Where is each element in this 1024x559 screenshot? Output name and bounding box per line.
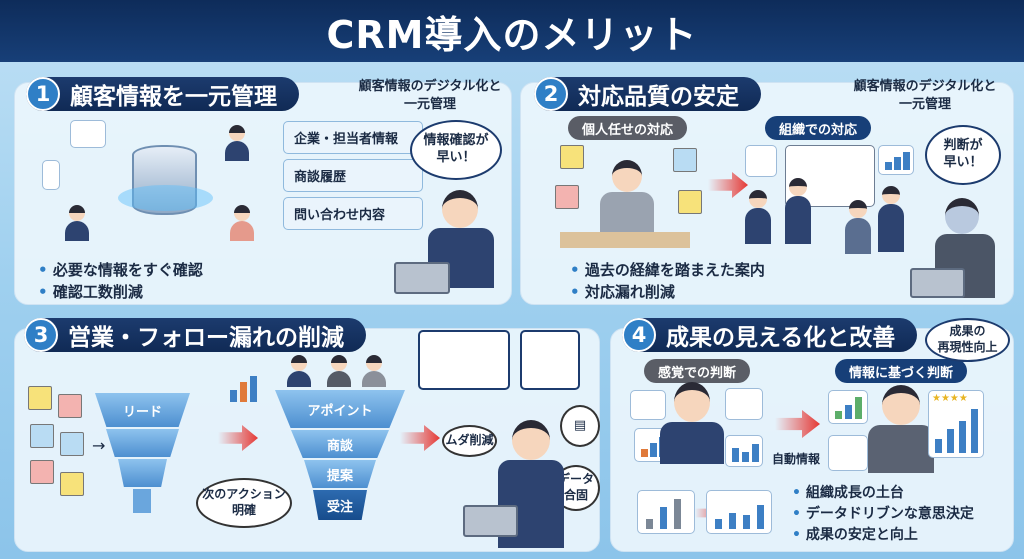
- bullet: 組織成長の土台: [792, 483, 974, 504]
- note-line: 一元管理: [898, 96, 951, 112]
- star-icons: ★★★★: [932, 393, 968, 404]
- growth-chart-icon: [706, 490, 772, 534]
- funnel-spout: [133, 489, 151, 513]
- pie-chart-icon: [630, 390, 666, 420]
- section-title: 営業・フォロー漏れの削減: [68, 325, 344, 351]
- section-2-bullets: 過去の経緯を踏まえた案内対応漏れ削減: [570, 260, 765, 304]
- label-intuition: 感覚での判断: [644, 359, 751, 383]
- bullet: 確認工数削減: [38, 282, 203, 304]
- checklist-icon: [745, 145, 777, 177]
- bullet: 過去の経緯を踏まえた案内: [570, 260, 765, 282]
- funnel-segment: [118, 459, 167, 487]
- funnel-segment: [106, 429, 179, 457]
- database-glow: [118, 185, 213, 211]
- bubble-next-action: 次のアクション明確: [196, 478, 292, 528]
- bullet: 成果の安定と向上: [792, 525, 974, 546]
- section-1-bullets: 必要な情報をすぐ確認確認工数削減: [38, 260, 203, 304]
- funnel-stage-proposal: 提案: [304, 460, 376, 488]
- bubble-line: 情報確認が: [423, 133, 489, 149]
- label-organization: 組織での対応: [765, 116, 872, 140]
- info-tag-inquiries: 問い合わせ内容: [283, 197, 423, 230]
- database-icon: [132, 145, 197, 215]
- bubble-line: 早い！: [436, 150, 476, 165]
- bullet: データドリブンな意思決定: [792, 504, 974, 525]
- bubble-line: 早い！: [943, 155, 983, 170]
- funnel-stage-appointment: アポイント: [275, 390, 405, 428]
- note-line: 顧客情報のデジタル化と: [358, 79, 502, 94]
- team-discussion-bubble: [418, 330, 510, 390]
- bubble-line: 判断が: [943, 138, 983, 154]
- sticky-note: [58, 394, 82, 418]
- sticky-note: [555, 185, 579, 209]
- note-line: 一元管理: [403, 96, 456, 112]
- growth-chart-icon: [228, 370, 266, 406]
- bullet: 対応漏れ削減: [570, 282, 765, 304]
- bubble-line: 次のアクション: [202, 487, 286, 502]
- title-bar: CRM導入のメリット: [0, 0, 1024, 62]
- bubble-line: 明確: [231, 503, 256, 517]
- bubble-line: 再現性向上: [937, 340, 998, 354]
- bubble-line: 成果の: [949, 324, 986, 339]
- line-chart-icon: [725, 388, 763, 420]
- sticky-note: [678, 190, 702, 214]
- section-1-header: 1 顧客情報を一元管理: [26, 77, 299, 111]
- desk: [560, 232, 690, 248]
- section-title: 対応品質の安定: [578, 84, 739, 110]
- section-title: 顧客情報を一元管理: [70, 84, 277, 110]
- section-title: 成果の見える化と改善: [666, 325, 896, 351]
- arrow-small-icon: →: [92, 436, 106, 455]
- bullet: 必要な情報をすぐ確認: [38, 260, 203, 282]
- funnel-stage-lead: リード: [95, 393, 190, 427]
- growth-chart-icon: [828, 390, 868, 424]
- section-number: 3: [24, 318, 58, 352]
- laptop-icon: [910, 268, 965, 298]
- section-number: 4: [622, 318, 656, 352]
- speech-bubble: 情報確認が早い！: [410, 120, 502, 180]
- info-tag-company: 企業・担当者情報: [283, 121, 423, 154]
- section-4-header: 4 成果の見える化と改善: [622, 318, 918, 352]
- section-1-note: 顧客情報のデジタル化と一元管理: [345, 78, 515, 113]
- page-title: CRM導入のメリット: [326, 12, 698, 57]
- bar-chart-icon: [637, 490, 695, 534]
- bubble-reduce-waste: ムダ削減: [442, 425, 497, 457]
- info-tag-deals: 商談履歴: [283, 159, 423, 192]
- section-2-header: 2 対応品質の安定: [534, 77, 761, 111]
- team-discussion-bubble: [520, 330, 580, 390]
- funnel-stage-order: 受注: [313, 490, 367, 520]
- sticky-note: [60, 472, 84, 496]
- tablet-icon: [42, 160, 60, 190]
- sticky-note: [30, 460, 54, 484]
- desktop-icon: [70, 120, 106, 148]
- sticky-note: [560, 145, 584, 169]
- sticky-note: [60, 432, 84, 456]
- section-2-note: 顧客情報のデジタル化と一元管理: [840, 78, 1010, 113]
- chart-icon: [878, 145, 914, 175]
- speech-bubble: 判断が早い！: [925, 125, 1001, 185]
- laptop-icon: [394, 262, 450, 294]
- section-number: 2: [534, 77, 568, 111]
- document-database-icon: ▤: [560, 405, 600, 447]
- section-number: 1: [26, 77, 60, 111]
- sticky-note: [28, 386, 52, 410]
- section-4-bullets: 組織成長の土台データドリブンな意思決定成果の安定と向上: [792, 483, 974, 546]
- label-individual: 個人任せの対応: [568, 116, 688, 140]
- funnel-stage-negotiation: 商談: [291, 430, 389, 458]
- section-3-header: 3 営業・フォロー漏れの削減: [24, 318, 366, 352]
- bar-chart-icon: [725, 435, 763, 467]
- sticky-note: [673, 148, 697, 172]
- note-line: 顧客情報のデジタル化と: [853, 79, 997, 94]
- laptop-icon: [463, 505, 518, 537]
- label-data-based: 情報に基づく判断: [835, 359, 968, 383]
- auto-info-label: 自動情報: [772, 452, 821, 466]
- line-chart-icon: [828, 435, 868, 471]
- speech-bubble: 成果の再現性向上: [925, 318, 1010, 362]
- sticky-note: [30, 424, 54, 448]
- star-rating-chart: ★★★★: [928, 390, 984, 458]
- bubble-line: データ: [557, 472, 594, 487]
- bubble-line: 合固: [563, 488, 588, 502]
